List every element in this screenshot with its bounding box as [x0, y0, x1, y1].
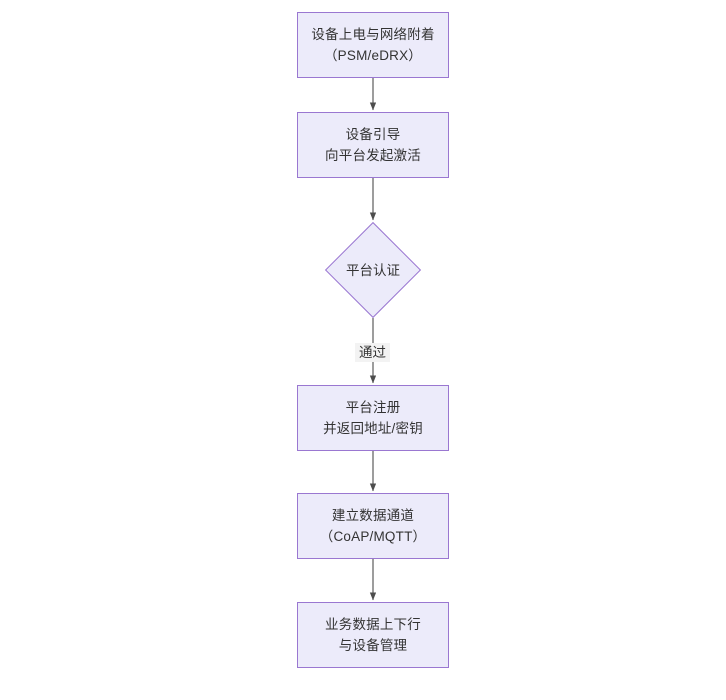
node-line: 平台认证	[346, 262, 400, 278]
node-line: 与设备管理	[338, 638, 408, 653]
node-line: 并返回地址/密钥	[323, 421, 423, 436]
node-device-power-on[interactable]: 设备上电与网络附着 （PSM/eDRX）	[297, 12, 449, 78]
node-line: 平台注册	[345, 400, 401, 415]
node-line: 设备上电与网络附着	[311, 27, 435, 42]
node-line: （CoAP/MQTT）	[319, 529, 427, 544]
edge-label-pass: 通过	[355, 343, 390, 362]
node-platform-registration[interactable]: 平台注册 并返回地址/密钥	[297, 385, 449, 451]
node-line: 业务数据上下行	[325, 617, 421, 632]
node-platform-authentication[interactable]: 平台认证	[324, 221, 422, 319]
node-business-data-and-device-management[interactable]: 业务数据上下行 与设备管理	[297, 602, 449, 668]
node-line: （PSM/eDRX）	[323, 48, 423, 63]
node-line: 向平台发起激活	[325, 148, 421, 163]
node-line: 设备引导	[345, 127, 401, 142]
node-device-bootstrap[interactable]: 设备引导 向平台发起激活	[297, 112, 449, 178]
node-establish-data-channel[interactable]: 建立数据通道 （CoAP/MQTT）	[297, 493, 449, 559]
node-line: 建立数据通道	[331, 508, 415, 523]
